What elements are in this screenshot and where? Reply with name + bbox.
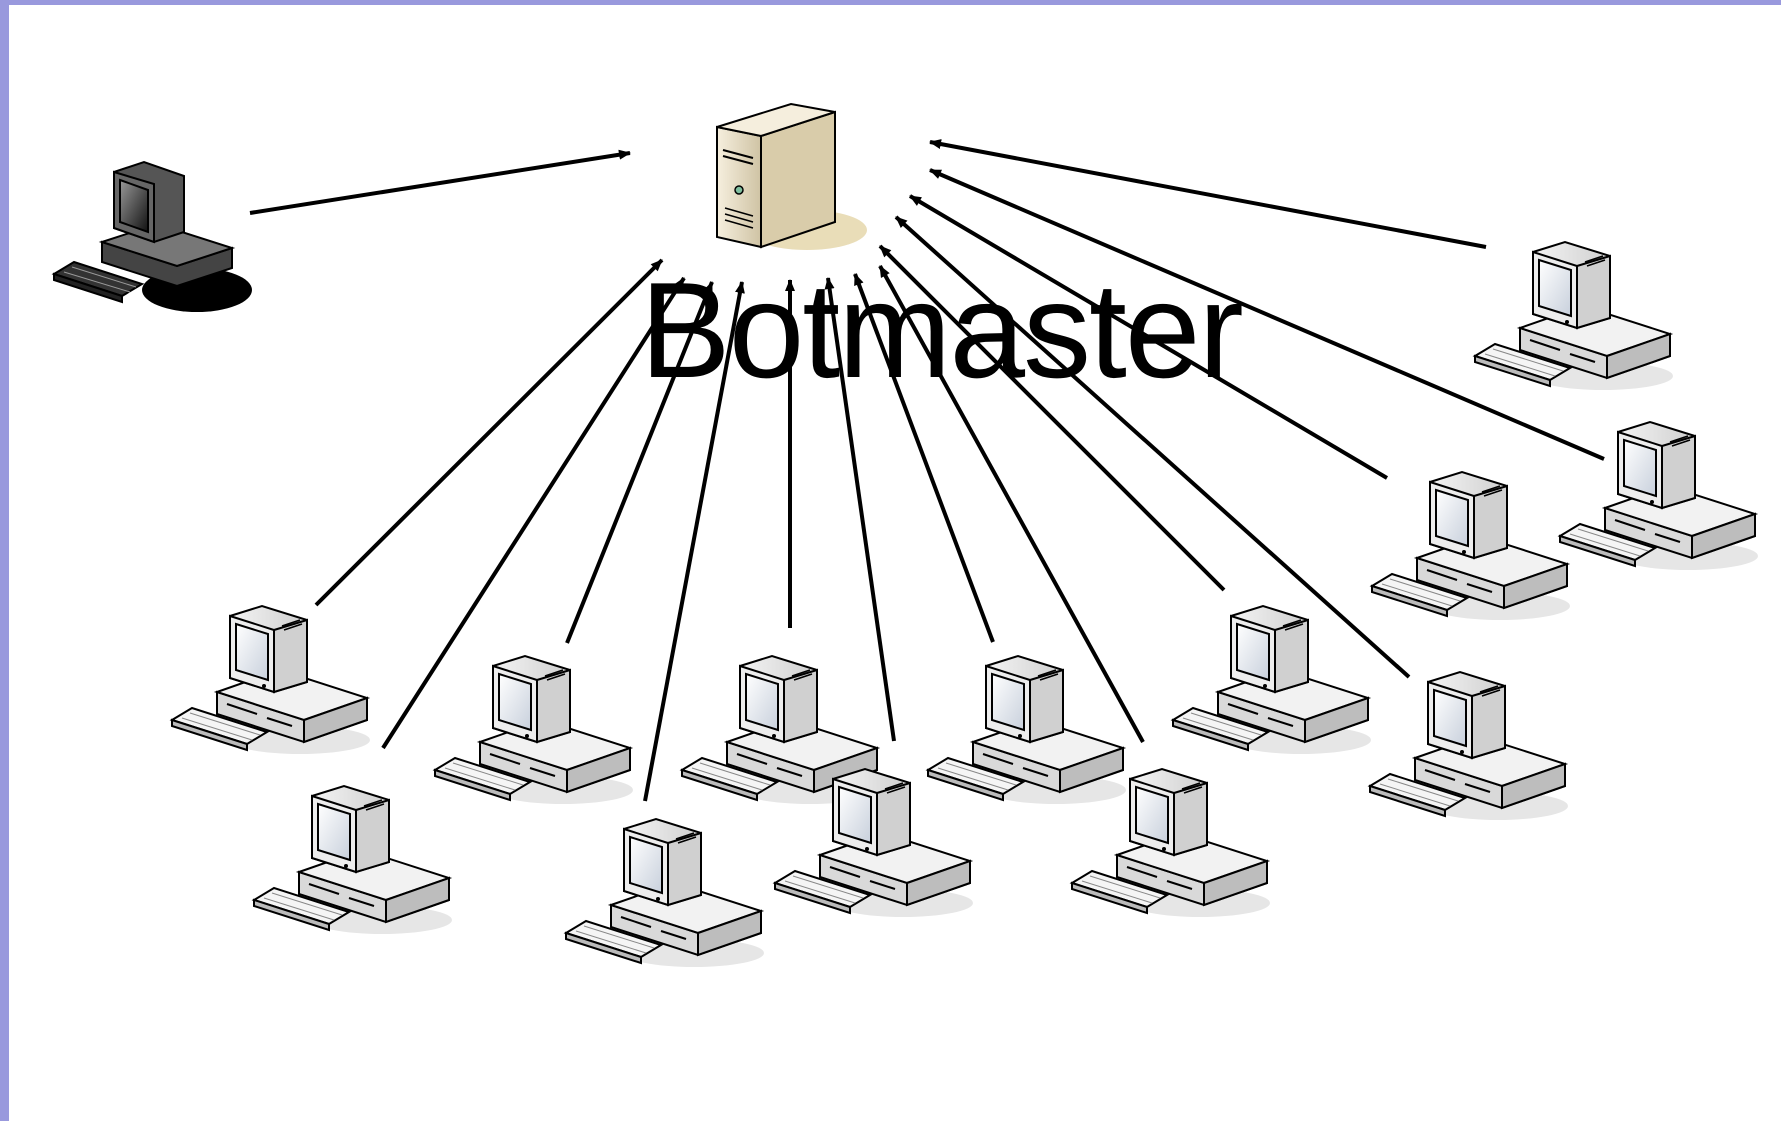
arrow-group (249, 139, 1605, 802)
bot-computer-icon (1371, 471, 1571, 621)
arrow-bot-7 (853, 273, 995, 643)
arrow-bot-3 (565, 281, 714, 644)
arrow-bot-4 (643, 281, 745, 802)
bot-computer-icon (1369, 671, 1569, 821)
arrow-bot-8 (878, 265, 1145, 743)
bot-computer-icon (253, 785, 453, 935)
arrow-bot-2 (381, 276, 686, 750)
bot-computer-icon (171, 605, 371, 755)
bot-computer-icon (1559, 421, 1759, 571)
bot-computer-icon (1474, 241, 1674, 391)
arrow-bot-11 (908, 194, 1389, 480)
slide-border-top (0, 0, 1781, 5)
botmaster-computer-icon (53, 161, 253, 313)
bot-computer-icon (434, 655, 634, 805)
arrow-bot-10 (894, 215, 1411, 679)
arrow-botmaster-to-server (249, 149, 631, 215)
botmaster-label: Botmaster (640, 254, 1244, 406)
bot-computer-icon (565, 818, 765, 968)
slide-border-left (0, 0, 9, 1121)
server-icon (716, 102, 867, 250)
arrow-bot-9 (878, 244, 1226, 592)
arrow-bot-12 (929, 168, 1605, 461)
arrow-bot-6 (824, 277, 896, 742)
arrow-bot-1 (314, 258, 664, 607)
bot-computer-icon (1172, 605, 1372, 755)
bot-computer-icon (927, 655, 1127, 805)
arrow-bot-13 (929, 139, 1487, 249)
